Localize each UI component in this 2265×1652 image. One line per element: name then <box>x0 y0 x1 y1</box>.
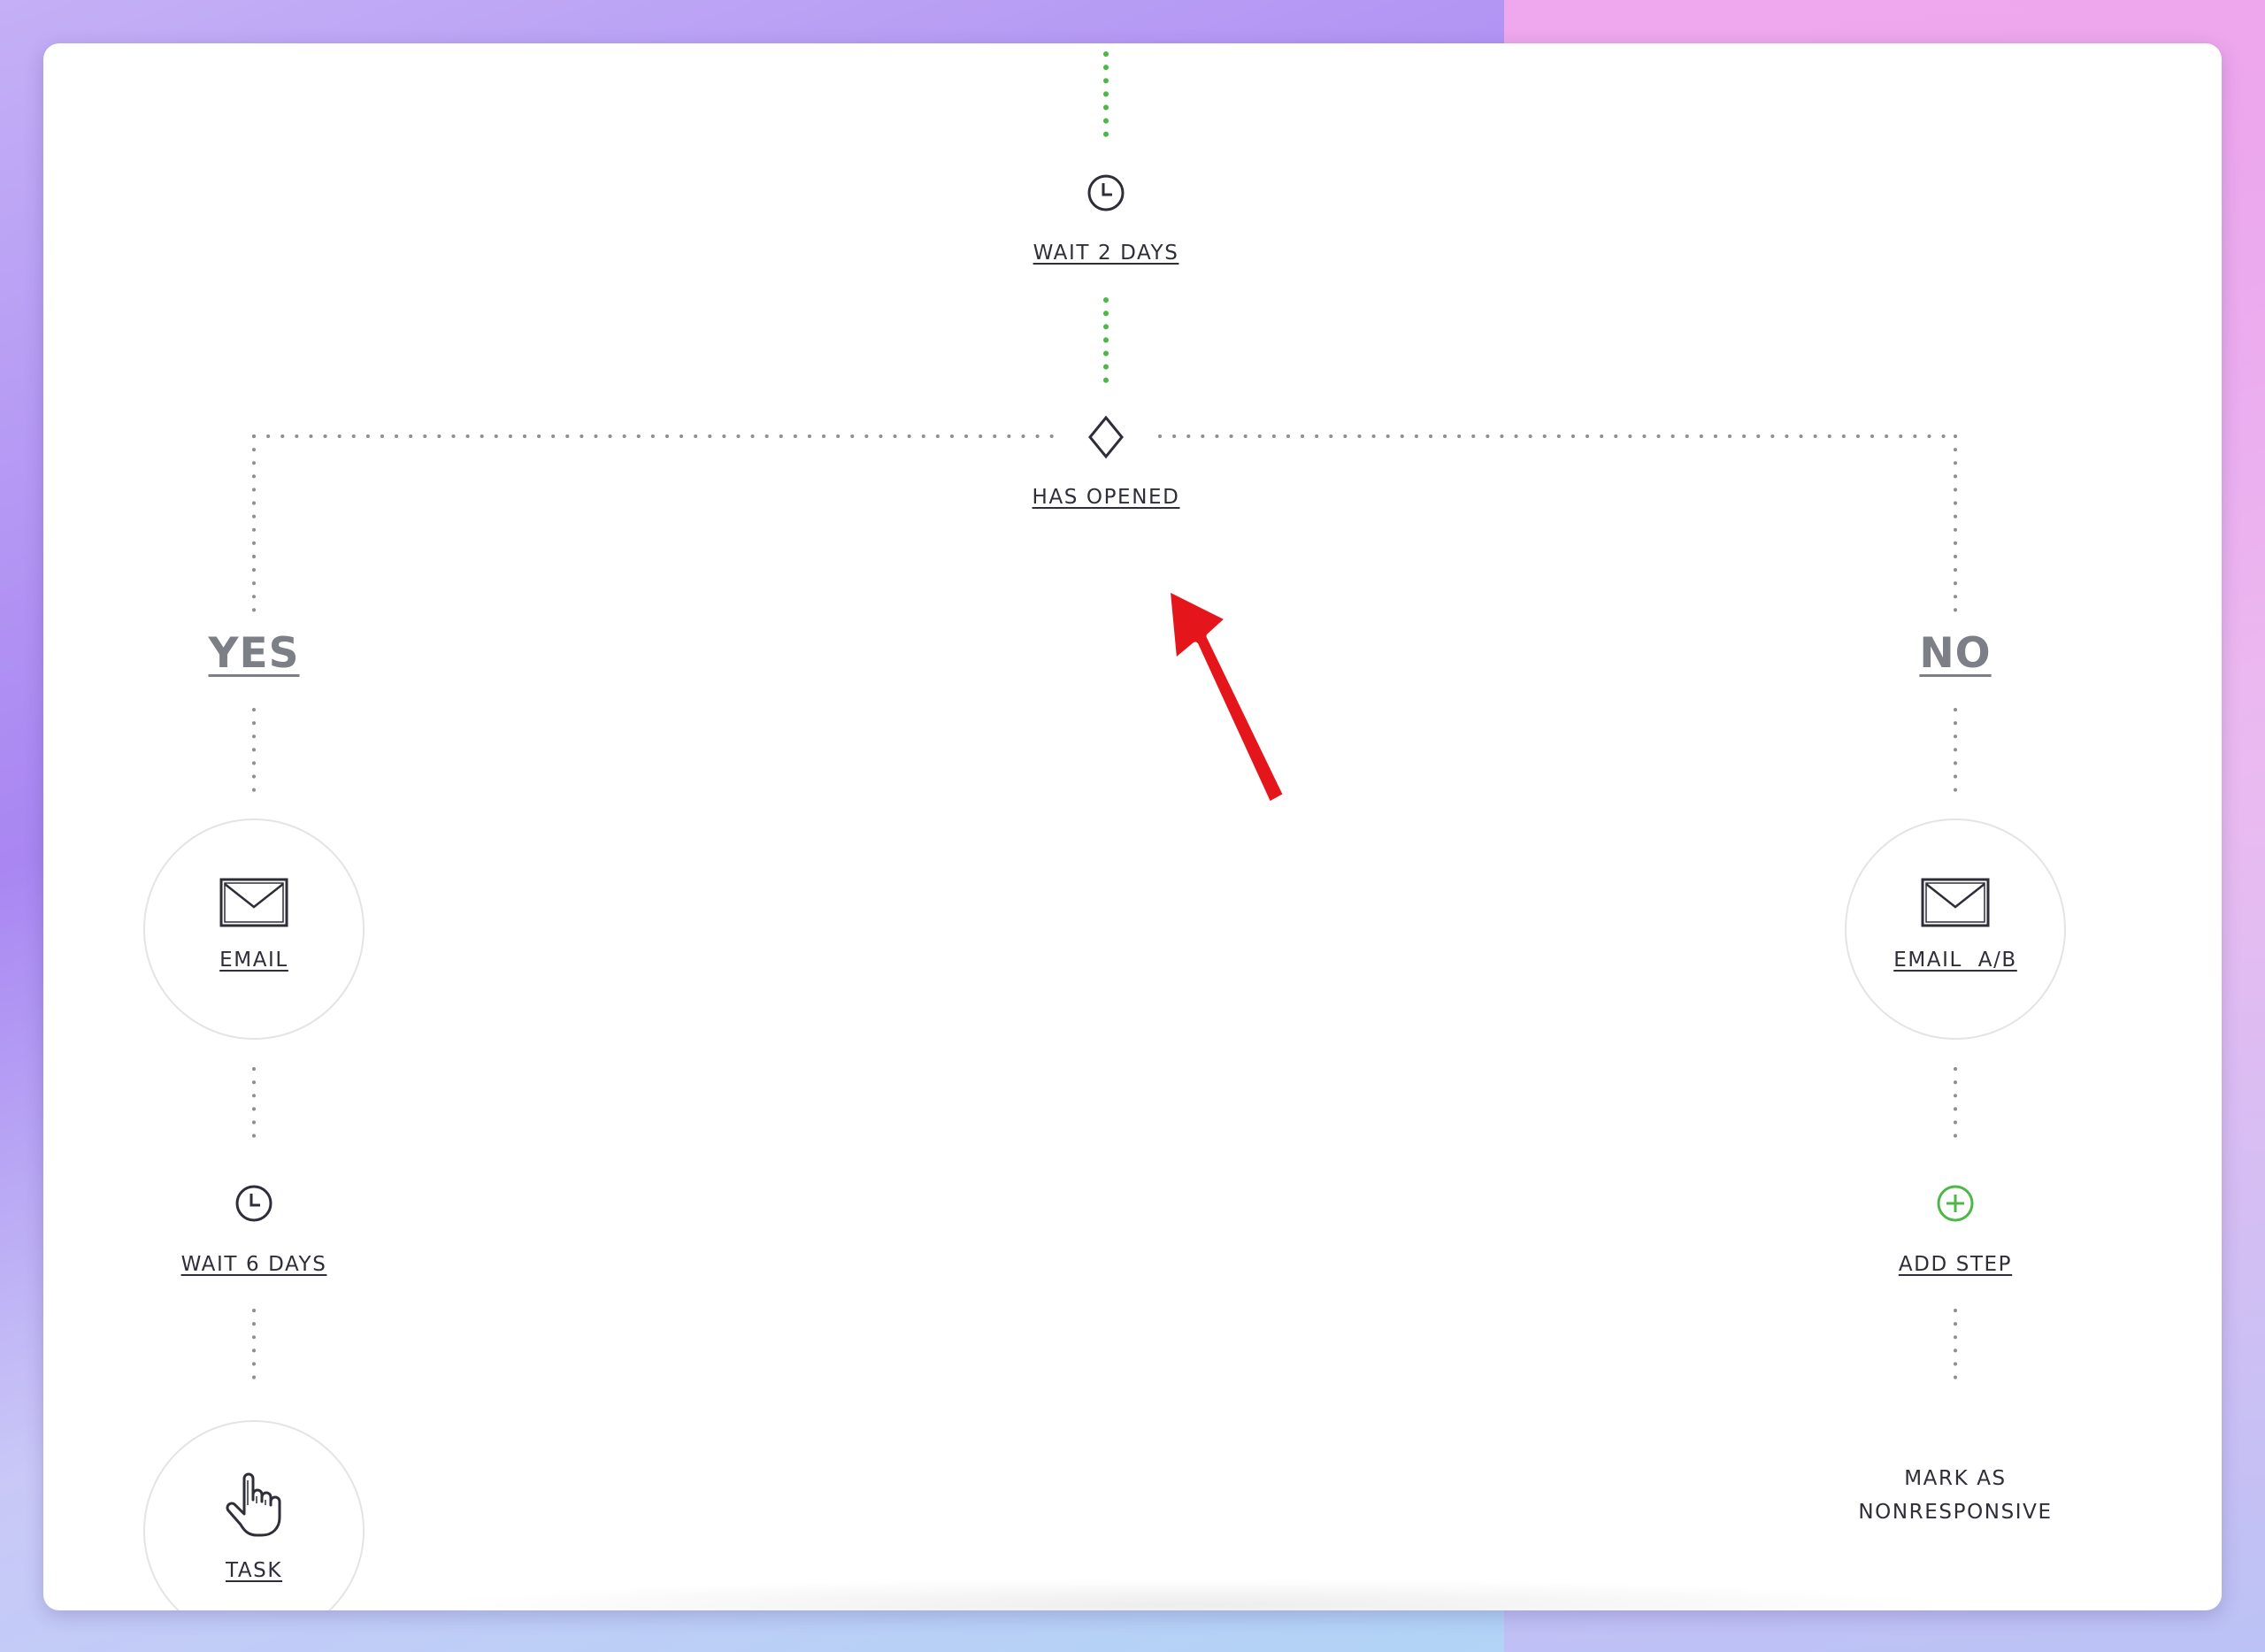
wait-2-days-link[interactable]: WAIT 2 DAYS <box>1033 242 1179 265</box>
envelope-icon <box>219 878 288 927</box>
red-arrow-icon <box>1163 584 1290 809</box>
mark-as-nonresponsive-text: MARK AS NONRESPONSIVE <box>1858 1462 2052 1529</box>
diamond-icon[interactable] <box>1086 414 1126 460</box>
hand-pointer-icon <box>226 1472 281 1537</box>
no-branch-label[interactable]: NO <box>1919 629 1992 678</box>
email-node[interactable] <box>143 818 365 1040</box>
email-ab-link[interactable]: EMAIL A/B <box>1893 949 2017 972</box>
has-opened-link[interactable]: HAS OPENED <box>1032 486 1180 509</box>
task-link[interactable]: TASK <box>225 1559 283 1582</box>
connector-lines <box>252 51 1957 1392</box>
end-line-2: NONRESPONSIVE <box>1858 1501 2053 1524</box>
workflow-canvas: WAIT 2 DAYS HAS OPENED YES NO EMAIL WAIT… <box>43 43 2222 1610</box>
end-line-1: MARK AS <box>1904 1467 2007 1490</box>
clock-icon <box>235 1185 273 1222</box>
email-ab-node[interactable] <box>1845 818 2066 1040</box>
envelope-icon <box>1921 878 1990 927</box>
yes-branch-label[interactable]: YES <box>208 629 300 678</box>
plus-circle-icon[interactable] <box>1935 1183 1976 1224</box>
add-step-link[interactable]: ADD STEP <box>1898 1253 2013 1276</box>
bottom-shadow <box>415 1579 1963 1610</box>
wait-6-days-link[interactable]: WAIT 6 DAYS <box>180 1253 327 1276</box>
clock-icon <box>1087 174 1125 211</box>
email-link[interactable]: EMAIL <box>219 949 288 972</box>
